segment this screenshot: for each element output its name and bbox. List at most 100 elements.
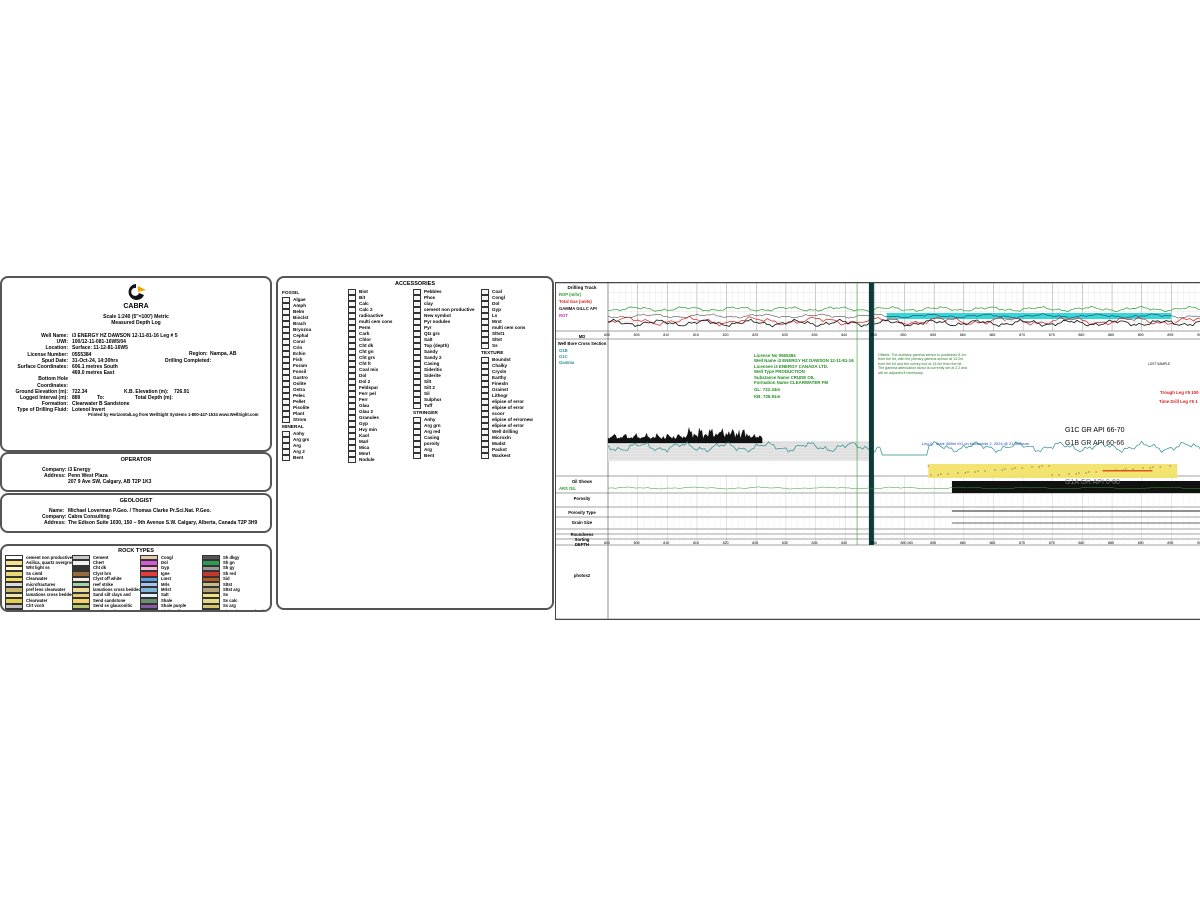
well-field-row: Surface Coordinates:606.1 metres South: [2, 364, 270, 370]
accessory-symbol-icon: [481, 381, 489, 387]
sand-dot: [1159, 466, 1161, 468]
accessory-label: Pisolite: [293, 405, 310, 411]
sand-dot: [964, 472, 966, 474]
accessory-symbol-icon: [348, 457, 356, 463]
accessory-symbol-icon: [481, 289, 489, 295]
accessory-label: Salt: [424, 337, 433, 343]
accessory-symbol-icon: [282, 411, 290, 417]
field-value: 100/12-11-081-16W5/04: [72, 339, 126, 346]
accessory-label: Perm: [359, 325, 371, 331]
rock-type-label: Clearwater: [26, 597, 48, 603]
accessory-symbol-icon: [282, 363, 290, 369]
g1c-api-label: G1C GR API 66-70: [1065, 427, 1125, 434]
rock-type-item: Salt: [140, 593, 197, 599]
accessory-label: Bit: [359, 295, 366, 301]
accessory-label: Mmrl: [359, 451, 370, 457]
accessory-item: Bent: [413, 453, 475, 459]
operator-company: i3 Energy: [68, 467, 91, 473]
accessory-item: Sandy: [413, 349, 475, 355]
accessory-item: Casing: [413, 435, 475, 441]
accessory-item: Glau 2: [348, 409, 392, 415]
lost-sample-label: LOST SAMPLE: [1148, 362, 1171, 366]
total-gas-label: Total Gas (units): [559, 299, 592, 304]
sand-dot: [1125, 468, 1127, 470]
field-label: Ground Elevation (m):: [15, 388, 69, 395]
accessory-label: Gyp: [359, 421, 368, 427]
well-field-row: Spud Date:31-Oct-24, 14:30hrs: [2, 358, 270, 364]
rock-swatch: [202, 560, 220, 566]
accessory-label: Arg grn: [424, 423, 441, 429]
accessory-item: Ferr pel: [348, 391, 392, 397]
accessory-symbol-icon: [282, 351, 290, 357]
accessory-item: Microxln: [481, 435, 533, 441]
sand-dot: [1001, 469, 1003, 471]
accessory-symbol-icon: [282, 369, 290, 375]
sand-dot: [940, 473, 942, 475]
rock-swatch: [202, 598, 220, 604]
accessory-symbol-icon: [413, 301, 421, 307]
accessory-label: Oolite: [293, 381, 307, 387]
field-label: Type of Drilling Fluid:: [16, 407, 68, 414]
accessory-label: Casing: [424, 435, 440, 441]
rock-type-item: Sltst arg: [202, 587, 269, 593]
accessory-symbol-icon: [282, 449, 290, 455]
rock-swatch: [140, 571, 158, 577]
accessory-symbol-icon: [481, 405, 489, 411]
sand-dot: [984, 470, 986, 472]
field-label: Coordinates:: [37, 382, 68, 389]
accessory-symbol-icon: [282, 431, 290, 437]
rock-type-item: Ss arg: [202, 604, 269, 609]
accessory-label: radioactive: [359, 313, 384, 319]
md-tick-label: 855: [930, 333, 937, 337]
sand-dot: [1014, 467, 1016, 469]
accessory-symbol-icon: [481, 417, 489, 423]
accessory-symbol-icon: [413, 379, 421, 385]
accessory-label: Biot: [359, 289, 368, 295]
rock-type-item: Sh gn: [202, 560, 269, 566]
accessory-label: Gyp: [492, 307, 501, 313]
accessory-label: Sulphur: [424, 397, 442, 403]
offsets-line: from the bit and the survey tool at 15.0…: [878, 361, 963, 366]
offsets-line: from the bit, with the primary gamma sen…: [878, 357, 964, 362]
rock-type-item: Clay, claystone (pyrite): [202, 609, 269, 610]
field-label: License Number:: [27, 351, 68, 358]
rock-swatch: [140, 608, 158, 610]
accessory-item: Ferr: [348, 397, 392, 403]
accessory-item: Congl: [481, 295, 533, 301]
accessory-symbol-icon: [348, 319, 356, 325]
rock-swatch: [5, 571, 23, 577]
accessory-symbol-icon: [348, 403, 356, 409]
rock-type-item: reef strike: [72, 582, 141, 588]
accessory-symbol-icon: [282, 357, 290, 363]
sand-dot: [1004, 468, 1006, 470]
accessory-symbol-icon: [282, 297, 290, 303]
accessory-symbol-icon: [348, 325, 356, 331]
accessory-symbol-icon: [413, 373, 421, 379]
field-label: Surface Coordinates:: [17, 364, 68, 371]
accessory-item: Arg: [282, 443, 311, 449]
accessories-title: ACCESSORIES: [394, 281, 436, 287]
rock-swatch: [5, 587, 23, 593]
operator-address-1: Penn West Plaza: [68, 473, 108, 479]
rock-type-label: Sid: [223, 576, 230, 582]
rock-type-item: Cht dk: [72, 565, 141, 572]
accessory-item: Arg 2: [282, 449, 311, 455]
accessory-label: Glau: [359, 403, 370, 409]
rock-swatch: [72, 565, 90, 572]
rock-type-item: Shale purple: [140, 604, 197, 609]
rock-swatch: [202, 565, 220, 572]
accessory-item: multi cem cons: [481, 325, 533, 331]
md-tick-label: 820: [722, 333, 729, 337]
accessory-item: Sandy 2: [413, 355, 475, 361]
rock-type-label: Clyst brn: [93, 570, 112, 576]
md-tick-label: 895: [1167, 333, 1174, 337]
accessory-label: Coal mix: [359, 367, 379, 373]
accessory-label: Wackest: [492, 453, 511, 459]
accessory-label: elipise of error: [492, 405, 524, 411]
rock-type-label: Gyp: [161, 565, 170, 571]
accessory-symbol-icon: [282, 437, 290, 443]
gas-fill: [886, 313, 1172, 319]
md-tick-label: 865: [989, 333, 996, 337]
printed-by: Printed by HorizontalLog from WellSight …: [88, 412, 259, 417]
geologist-panel: GEOLOGIST Name: Michael Loverman P.Geo. …: [0, 493, 272, 533]
